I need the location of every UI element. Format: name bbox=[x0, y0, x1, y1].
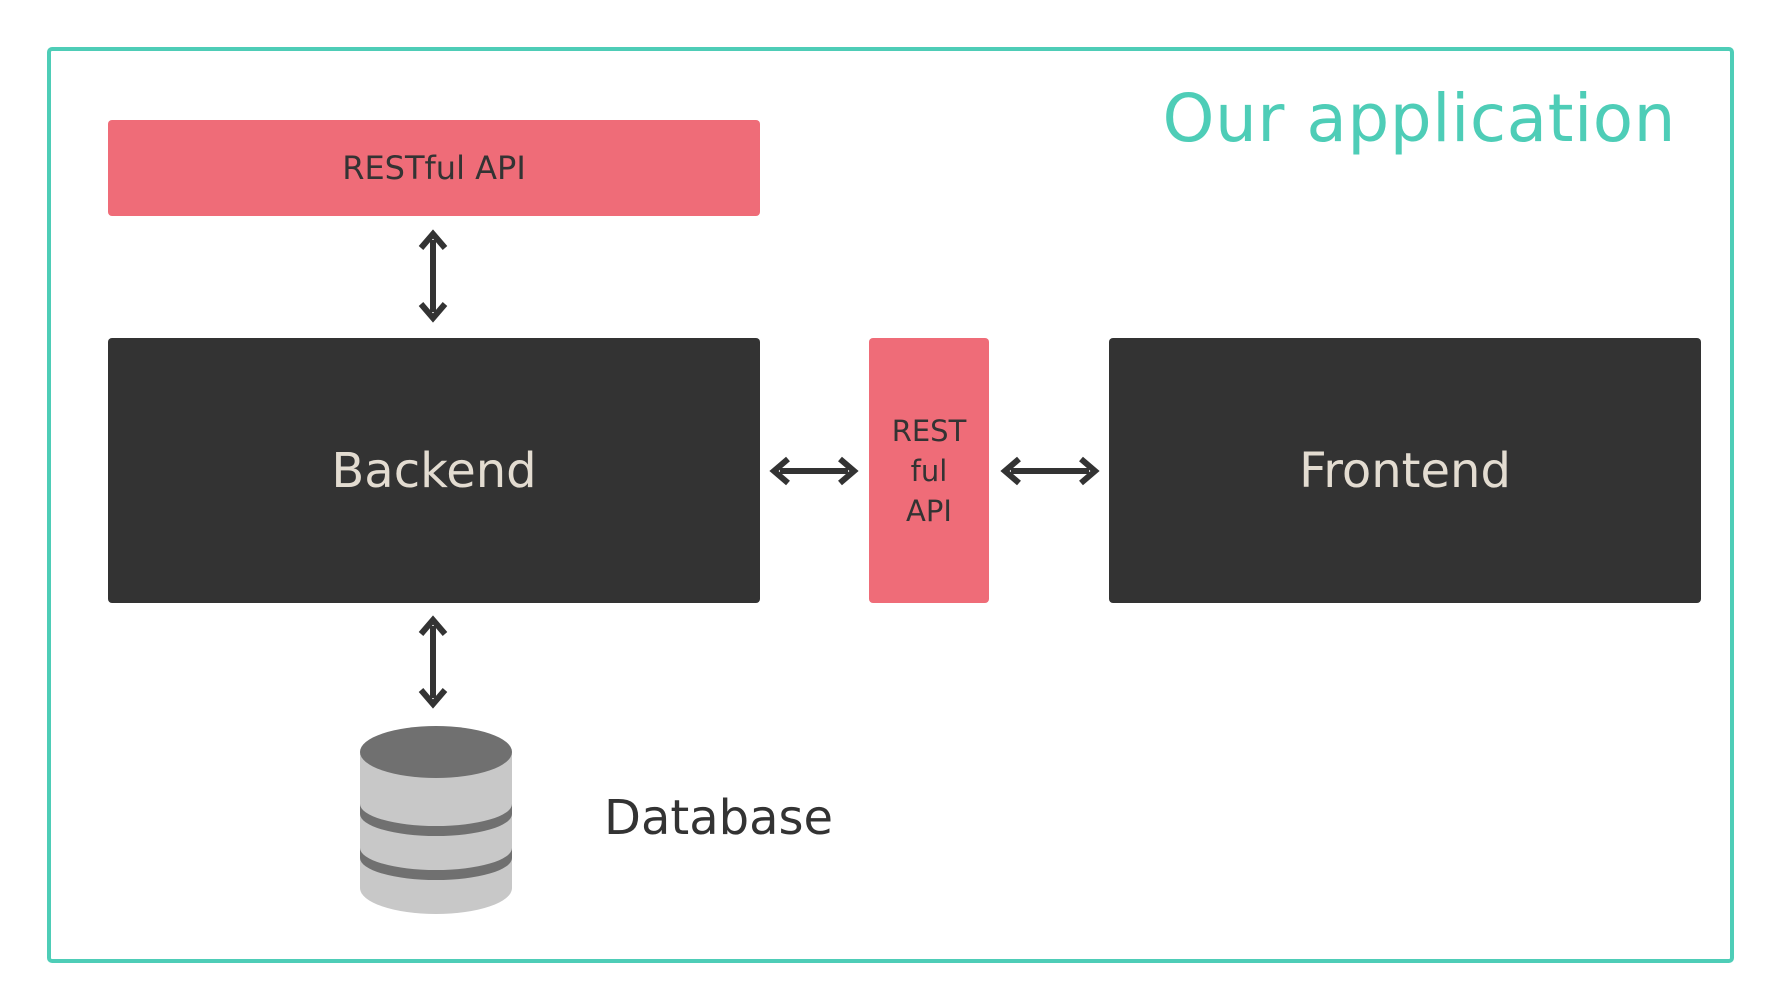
restful-api-top-box: RESTful API bbox=[108, 120, 760, 216]
restful-api-middle-line-3: API bbox=[906, 493, 952, 528]
api-backend-arrow bbox=[418, 229, 448, 323]
restful-api-middle-line-1: REST bbox=[891, 413, 967, 448]
backend-box: Backend bbox=[108, 338, 760, 603]
application-frame bbox=[47, 47, 1734, 963]
frontend-label: Frontend bbox=[1299, 442, 1511, 499]
api-frontend-arrow bbox=[1000, 456, 1100, 486]
database-icon bbox=[360, 726, 512, 914]
restful-api-middle-line-2: ful bbox=[910, 453, 948, 488]
backend-database-arrow bbox=[418, 615, 448, 709]
database-label: Database bbox=[604, 790, 834, 846]
backend-api-arrow bbox=[769, 456, 859, 486]
application-title: Our application bbox=[1162, 80, 1676, 157]
frontend-box: Frontend bbox=[1109, 338, 1701, 603]
restful-api-middle-box: REST ful API bbox=[869, 338, 989, 603]
backend-label: Backend bbox=[331, 442, 537, 499]
restful-api-top-label: RESTful API bbox=[342, 149, 526, 187]
